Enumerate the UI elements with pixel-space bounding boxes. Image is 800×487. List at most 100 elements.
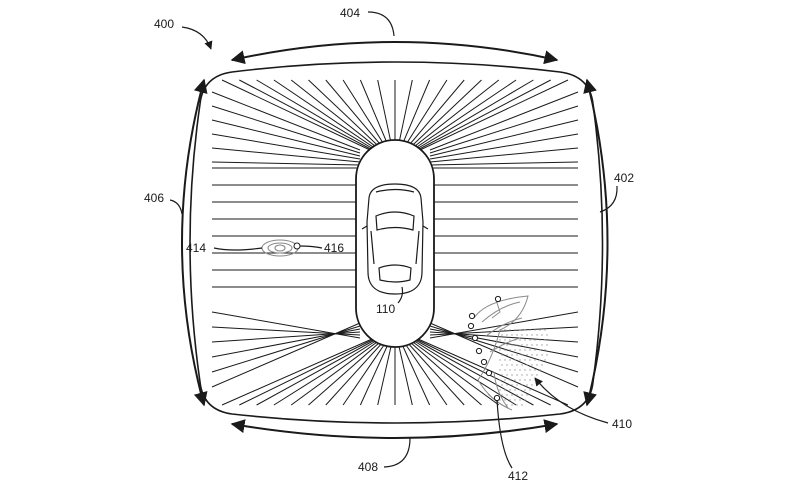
field-dot <box>509 329 511 331</box>
ref-416: 416 <box>324 241 344 255</box>
scan-line <box>413 79 551 153</box>
field-dot <box>519 329 521 331</box>
scan-line <box>429 147 579 163</box>
field-dot <box>521 334 523 336</box>
field-dot <box>501 384 503 386</box>
field-dot <box>531 364 533 366</box>
scan-line <box>398 79 431 153</box>
scan-line <box>400 337 448 406</box>
field-dot <box>511 354 513 356</box>
scan-line <box>415 337 569 406</box>
field-dot <box>511 394 513 396</box>
field-dot <box>499 349 501 351</box>
field-dot <box>541 354 543 356</box>
scan-line <box>273 337 381 406</box>
field-dot <box>536 374 538 376</box>
radial-scan-lines <box>211 79 579 406</box>
field-dot <box>501 344 503 346</box>
field-dot <box>529 389 531 391</box>
field-dot <box>504 339 506 341</box>
field-dot <box>516 334 518 336</box>
field-dot <box>506 364 508 366</box>
scan-line <box>211 322 361 388</box>
left-edge-arrow <box>181 78 208 407</box>
field-dot <box>539 339 541 341</box>
field-dot <box>521 374 523 376</box>
field-dot <box>509 389 511 391</box>
field-dot <box>509 339 511 341</box>
scan-line <box>325 337 388 406</box>
field-dot <box>524 339 526 341</box>
scan-line <box>409 79 517 153</box>
field-dot <box>509 369 511 371</box>
field-dot <box>536 354 538 356</box>
lidar-point <box>494 295 502 303</box>
field-dot <box>514 369 516 371</box>
field-dot <box>516 344 518 346</box>
scan-line <box>211 133 361 160</box>
field-dot <box>524 389 526 391</box>
eye-shaped-object-icon <box>261 239 299 257</box>
field-dot <box>501 354 503 356</box>
leader-416 <box>299 245 323 249</box>
scan-line <box>256 337 379 406</box>
field-dot <box>524 369 526 371</box>
scan-line <box>396 337 413 406</box>
field-dot <box>509 359 511 361</box>
field-dot <box>514 329 516 331</box>
scan-line <box>415 79 569 153</box>
scan-line <box>211 105 361 154</box>
field-dot <box>511 374 513 376</box>
field-dot <box>526 374 528 376</box>
field-dot <box>539 359 541 361</box>
field-dot <box>539 329 541 331</box>
field-dot <box>539 369 541 371</box>
ref-406: 406 <box>144 191 164 205</box>
scan-line <box>411 337 534 406</box>
field-dot <box>544 349 546 351</box>
field-dot <box>511 334 513 336</box>
field-dot <box>526 344 528 346</box>
field-dot <box>521 394 523 396</box>
scan-line <box>402 79 465 153</box>
scan-line <box>377 337 394 406</box>
leader-404 <box>367 11 395 37</box>
field-dot <box>499 339 501 341</box>
field-dot <box>509 379 511 381</box>
leader-414 <box>213 247 263 251</box>
scan-line <box>409 337 517 406</box>
field-dot <box>544 329 546 331</box>
field-dot <box>501 404 503 406</box>
field-dot <box>534 349 536 351</box>
field-dot <box>516 374 518 376</box>
ref-408: 408 <box>358 460 378 474</box>
field-dot <box>516 354 518 356</box>
car-top-view-icon <box>361 183 429 295</box>
scan-line <box>221 79 375 153</box>
lidar-point <box>468 312 476 320</box>
lidar-point <box>485 369 493 377</box>
field-dot <box>534 329 536 331</box>
field-dot <box>521 384 523 386</box>
scan-line <box>342 79 390 153</box>
field-dot <box>521 364 523 366</box>
field-dot <box>529 349 531 351</box>
field-dot <box>541 344 543 346</box>
leader-110 <box>397 286 404 304</box>
scan-line <box>273 79 381 153</box>
scan-line <box>325 79 388 153</box>
lidar-point <box>480 358 488 366</box>
ref-404: 404 <box>340 6 360 20</box>
ref-402: 402 <box>614 171 634 185</box>
field-dot <box>516 384 518 386</box>
field-dot <box>519 379 521 381</box>
field-dot <box>514 389 516 391</box>
ref-400: 400 <box>154 17 174 31</box>
scan-line <box>429 105 579 154</box>
field-dot <box>521 344 523 346</box>
bottom-edge-arrow <box>230 419 559 439</box>
scan-line <box>429 119 579 157</box>
field-dot <box>501 334 503 336</box>
field-dot <box>524 379 526 381</box>
field-dot <box>514 379 516 381</box>
